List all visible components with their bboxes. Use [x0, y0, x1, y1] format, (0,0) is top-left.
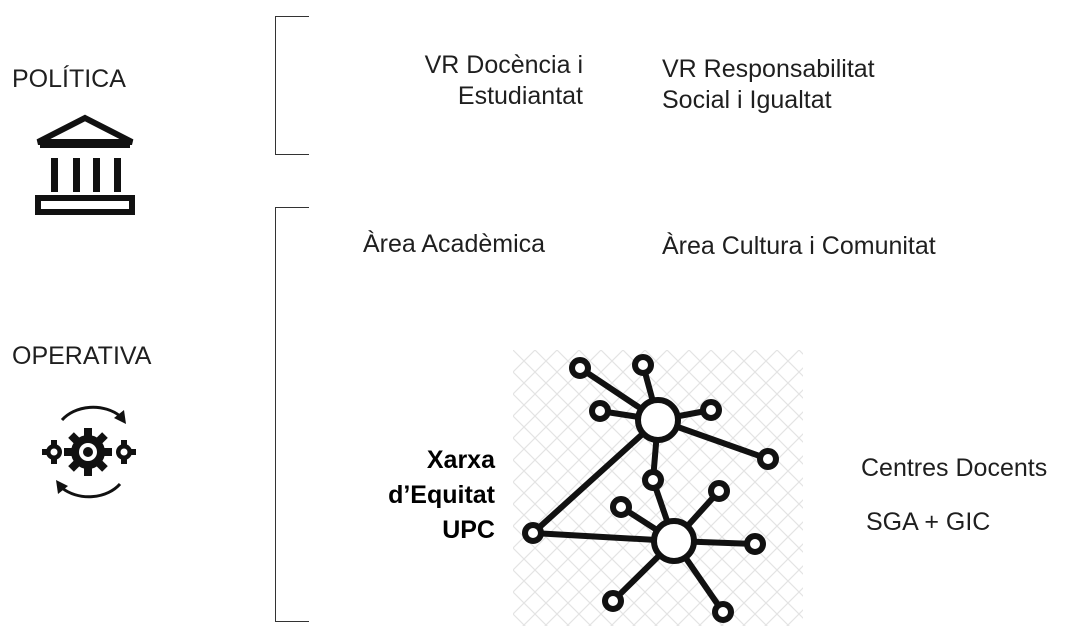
level-politica-label: POLÍTICA: [12, 65, 126, 93]
level-operativa-label: OPERATIVA: [12, 342, 152, 370]
unit-vr-docencia-line-2: Estudiantat: [457, 82, 583, 110]
unit-centres-docents: Centres Docents: [861, 454, 1048, 482]
network-graph-icon: [513, 350, 803, 626]
unit-sga-gic: SGA + GIC: [866, 508, 991, 536]
government-building-icon: [35, 114, 135, 215]
unit-vr-responsabilitat-line-1: VR Responsabilitat: [662, 55, 875, 83]
gears-cycle-icon: [42, 405, 136, 499]
unit-xarxa-line-2: d’Equitat: [388, 481, 495, 509]
unit-vr-responsabilitat: VR Responsabilitat Social i Igualtat: [662, 54, 875, 116]
unit-vr-responsabilitat-line-2: Social i Igualtat: [662, 86, 832, 114]
unit-area-academica: Àrea Acadèmica: [363, 230, 546, 258]
unit-xarxa-line-1: Xarxa: [426, 446, 495, 474]
unit-vr-docencia: VR Docència i Estudiantat: [425, 50, 583, 112]
operativa-bracket: [275, 207, 309, 622]
unit-area-cultura: Àrea Cultura i Comunitat: [662, 232, 936, 260]
unit-xarxa-equitat: Xarxa d’Equitat UPC: [388, 443, 495, 548]
unit-vr-docencia-line-1: VR Docència i: [424, 51, 583, 79]
politica-bracket: [275, 16, 309, 155]
unit-xarxa-line-3: UPC: [442, 516, 495, 544]
